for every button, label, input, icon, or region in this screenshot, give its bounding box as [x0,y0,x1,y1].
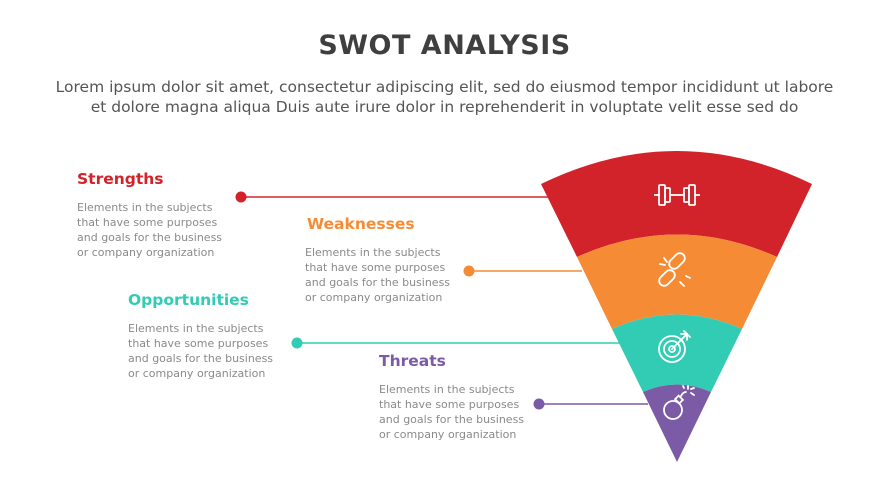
weaknesses-description: Elements in the subjects that have some … [305,245,465,305]
description-line: that have some purposes [305,261,446,274]
broken-chain-icon [658,252,691,287]
connector-strengths [235,191,551,203]
opportunities-description: Elements in the subjects that have some … [128,321,288,381]
description-line: or company organization [77,246,215,259]
description-line: that have some purposes [77,216,218,229]
description-line: and goals for the business [305,276,451,289]
target-arrow-icon [658,330,691,363]
description-line: and goals for the business [379,413,525,426]
strengths-label: Strengths [77,170,164,188]
description-line: Elements in the subjects [77,201,213,214]
segment-opportunities [612,314,742,392]
threats-description: Elements in the subjects that have some … [379,382,539,442]
description-line: Elements in the subjects [305,246,441,259]
description-line: Elements in the subjects [128,322,264,335]
bomb-icon [663,385,695,420]
segment-strengths [541,151,812,257]
description-line: that have some purposes [379,398,520,411]
strengths-description: Elements in the subjects that have some … [77,200,237,260]
opportunities-label: Opportunities [128,291,249,309]
description-line: Elements in the subjects [379,383,515,396]
connector-weaknesses [463,265,582,277]
page-title: SWOT ANALYSIS [318,30,571,61]
threats-label: Threats [379,352,446,370]
weaknesses-label: Weaknesses [307,215,415,233]
description-line: or company organization [128,367,266,380]
subtitle-line-1: Lorem ipsum dolor sit amet, consectetur … [55,78,834,96]
connector-opportunities [291,337,621,349]
description-line: or company organization [305,291,443,304]
subtitle-line-2: et dolore magna aliqua Duis aute irure d… [90,98,799,116]
description-line: or company organization [379,428,517,441]
connector-threats [533,398,648,410]
description-line: that have some purposes [128,337,269,350]
description-line: and goals for the business [77,231,223,244]
dumbbell-icon [654,184,700,206]
description-line: and goals for the business [128,352,274,365]
segment-threats [643,384,711,462]
segment-weaknesses [577,234,777,329]
page-subtitle: Lorem ipsum dolor sit amet, consectetur … [20,77,869,117]
